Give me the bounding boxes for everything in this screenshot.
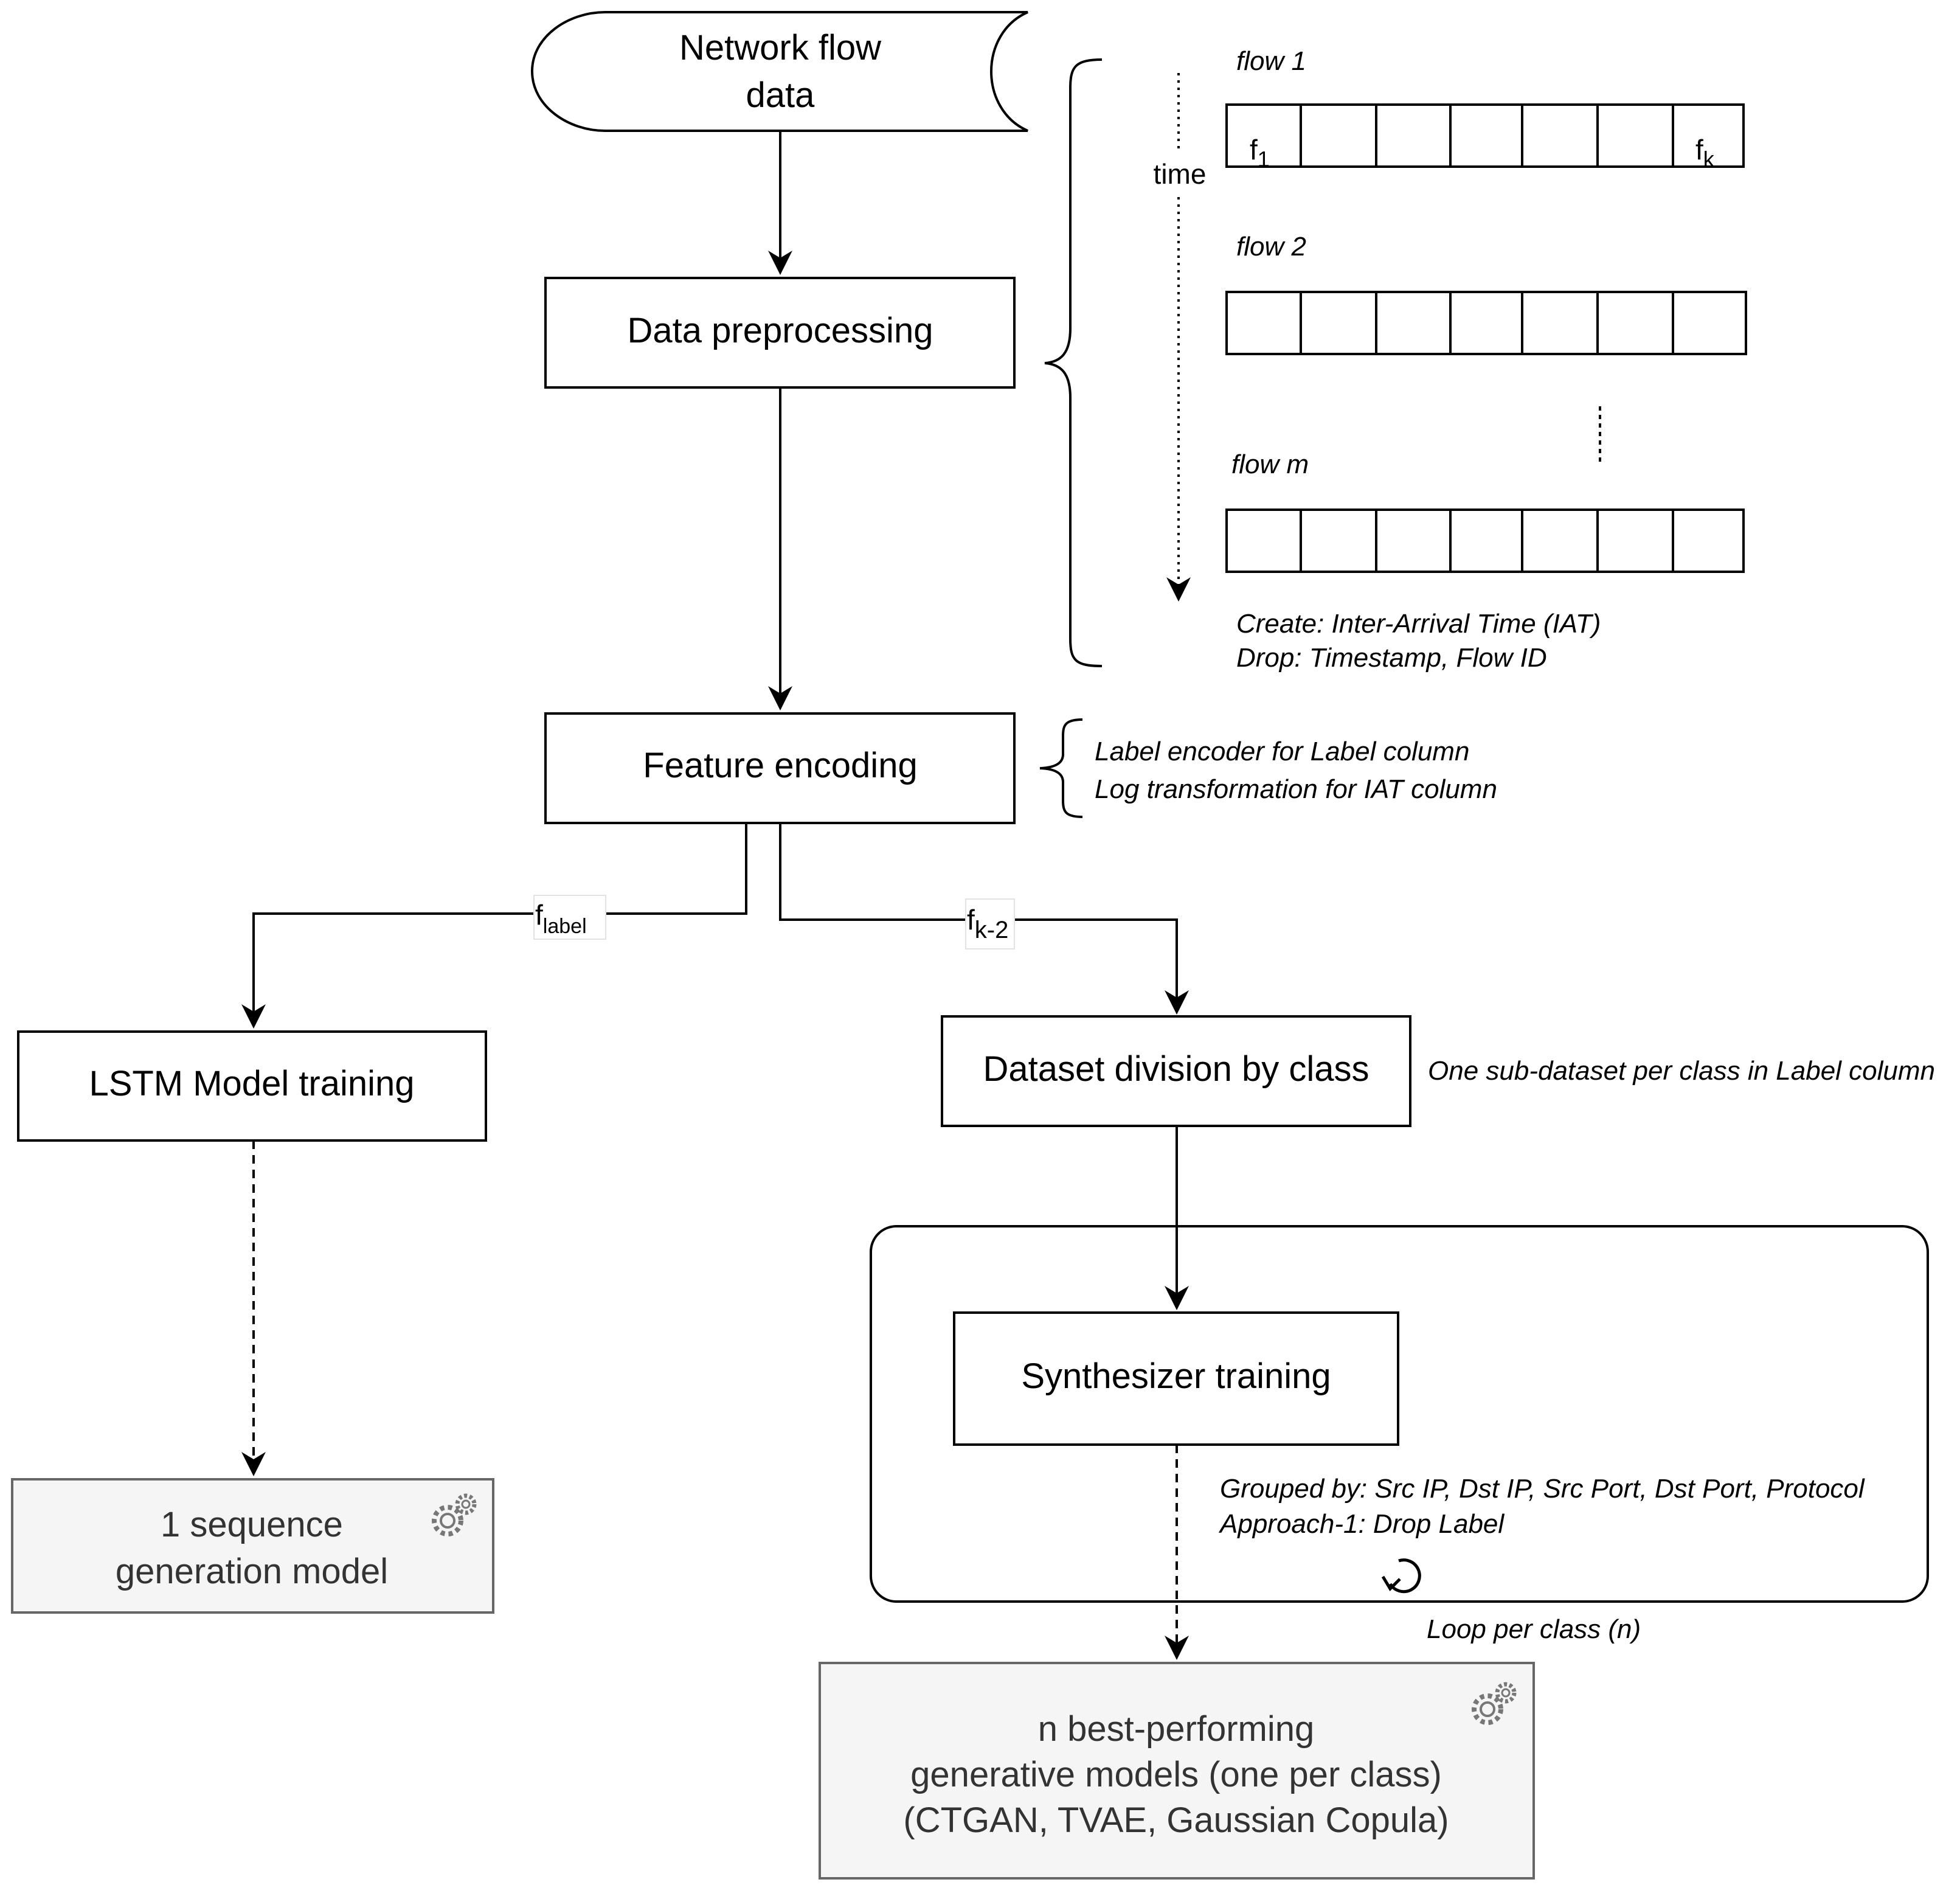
node-lstm-model-training: LSTM Model training — [17, 1030, 487, 1142]
feature-f1-base: f — [1250, 134, 1258, 165]
generative-models-line1: n best-performing — [1038, 1709, 1315, 1749]
edge-label-fk2-sub: k-2 — [975, 917, 1009, 943]
preprocessing-note-1: Create: Inter-Arrival Time (IAT) — [1236, 609, 1601, 639]
loop-icon — [1381, 1558, 1421, 1594]
edge-encoding-to-lstm — [241, 823, 747, 1029]
svg-text:f1: f1 — [1250, 134, 1270, 172]
loop-note: Loop per class (n) — [1427, 1614, 1641, 1644]
flow-2-row — [1225, 291, 1747, 355]
preprocessing-brace — [1044, 58, 1103, 667]
encoding-note-2: Log transformation for IAT column — [1095, 774, 1497, 804]
encoding-note-1: Label encoder for Label column — [1095, 737, 1469, 766]
node-network-flow-data: Network flow data — [530, 11, 1028, 132]
node-data-preprocessing: Data preprocessing — [544, 277, 1016, 389]
synthesizer-note-2: Approach-1: Drop Label — [1218, 1509, 1505, 1539]
feature-fk-sub: k — [1703, 147, 1715, 172]
generative-models-line3: (CTGAN, TVAE, Gaussian Copula) — [903, 1800, 1449, 1840]
preprocessing-label: Data preprocessing — [628, 311, 933, 350]
encoding-label: Feature encoding — [643, 746, 917, 785]
edge-label-flabel-base: f — [535, 899, 543, 931]
division-label: Dataset division by class — [983, 1049, 1369, 1089]
gear-icon — [432, 1493, 477, 1536]
svg-text:fk-2: fk-2 — [967, 904, 1008, 943]
generative-models-line2: generative models (one per class) — [910, 1755, 1442, 1794]
synthesizer-note-1: Grouped by: Src IP, Dst IP, Src Port, Ds… — [1220, 1474, 1865, 1504]
flow-2-label: flow 2 — [1236, 232, 1306, 262]
node-dataset-division: Dataset division by class — [941, 1015, 1411, 1127]
sequence-model-line1: 1 sequence — [161, 1505, 343, 1544]
division-note: One sub-dataset per class in Label colum… — [1428, 1056, 1935, 1086]
flow-m-label: flow m — [1231, 450, 1309, 479]
edge-label-fk2-base: f — [967, 904, 975, 936]
flow-m-row — [1225, 509, 1745, 573]
feature-fk-base: f — [1695, 134, 1703, 165]
node-feature-encoding: Feature encoding — [544, 712, 1016, 824]
flow-rows: flow 1 f1 fk flow 2 flow m — [1143, 46, 1747, 602]
edge-label-flabel: flabel — [533, 895, 606, 940]
source-title-line2: data — [746, 75, 816, 115]
feature-f1-sub: 1 — [1258, 147, 1270, 172]
source-title-line1: Network flow — [679, 28, 882, 68]
preprocessing-note-2: Drop: Timestamp, Flow ID — [1236, 643, 1547, 673]
lstm-label: LSTM Model training — [89, 1064, 414, 1103]
edge-label-fk2: fk-2 — [965, 898, 1015, 949]
gear-icon — [1472, 1682, 1517, 1725]
time-label: time — [1154, 158, 1207, 190]
synthesizer-label: Synthesizer training — [1021, 1356, 1331, 1396]
flow-1-row: f1 fk — [1225, 103, 1745, 172]
edge-label-flabel-sub: label — [543, 915, 587, 938]
svg-text:flabel: flabel — [535, 899, 587, 938]
edges — [241, 131, 1189, 1660]
node-generative-models: n best-performing generative models (one… — [819, 1662, 1535, 1880]
node-synthesizer-training: Synthesizer training — [953, 1311, 1399, 1446]
sequence-model-line2: generation model — [116, 1552, 388, 1591]
flow-1-label: flow 1 — [1236, 46, 1306, 76]
node-sequence-generation-model: 1 sequence generation model — [11, 1478, 494, 1614]
svg-text:fk: fk — [1695, 134, 1715, 172]
encoding-brace — [1039, 718, 1083, 818]
loop-container — [870, 1225, 1929, 1603]
